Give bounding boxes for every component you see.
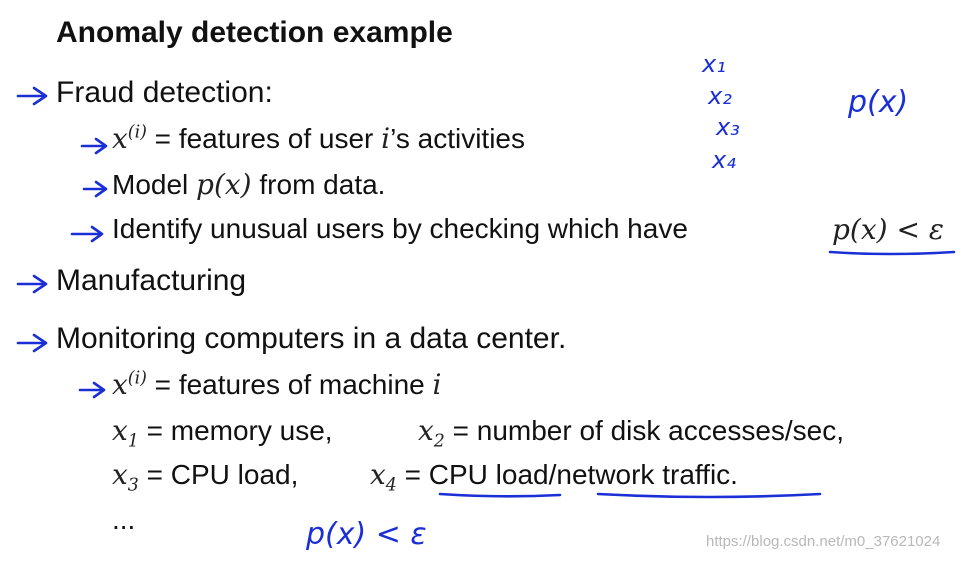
arrow-icon [78,381,106,399]
bullet-fraud-detection: Fraud detection: [56,76,273,109]
handwritten-x4: x₄ [711,146,736,174]
math-x-i: x(i) [112,122,147,155]
math-x-i-machine: x(i) [112,368,147,401]
bullet-fraud-identify: Identify unusual users by checking which… [112,213,688,244]
arrow-icon [16,86,48,106]
handwritten-x3: x₃ [715,113,740,141]
feature-x3: x3 = CPU load, [112,458,299,496]
handwritten-x1: x₁ [701,50,726,78]
underline-mark [596,492,822,499]
underline-mark [438,492,562,498]
handwritten-px-lt-eps: p(x) < ε [305,517,427,552]
feature-x4: x4 = CPU load/network traffic. [370,458,738,496]
ellipsis: ... [112,504,136,535]
feature-x2: x2 = number of disk accesses/sec, [418,414,845,452]
arrow-icon [16,274,48,294]
arrow-icon [70,225,104,243]
slide-title: Anomaly detection example [56,16,453,49]
bullet-fraud-model: Model p(x) from data. [112,168,386,201]
handwritten-px: p(x) [847,85,908,120]
underline-mark [828,250,956,256]
arrow-icon [16,333,48,353]
arrow-icon [80,137,108,155]
watermark: https://blog.csdn.net/m0_37621024 [706,533,941,550]
handwritten-x2: x₂ [707,82,732,110]
bullet-manufacturing: Manufacturing [56,264,247,297]
feature-x1: x1 = memory use, [112,414,333,452]
arrow-icon [82,180,108,198]
bullet-machine-features: x(i) = features of machine i [112,368,442,401]
math-px-lt-eps: p(x) < ε [832,213,944,246]
bullet-monitoring: Monitoring computers in a data center. [56,322,567,355]
bullet-fraud-features: x(i) = features of user i’s activities [112,122,525,155]
